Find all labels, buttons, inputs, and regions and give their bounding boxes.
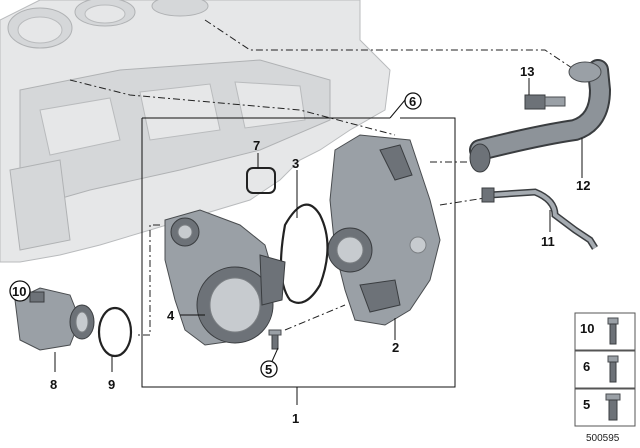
callout-6: 6 [409,94,416,109]
legend-item-5: 5 [583,397,590,412]
callout-4: 4 [167,308,175,323]
pump-screw [268,329,282,350]
small-gasket [246,167,276,194]
leader-lines [54,78,583,405]
engine-block [0,0,391,263]
legend-item-10: 10 [580,321,594,336]
callout-8: 8 [50,377,57,392]
o-ring [97,306,133,358]
screw-10-icon [607,317,619,345]
callout-2: 2 [392,340,399,355]
hardware-legend: 10 6 5 [574,312,636,427]
screw-5-icon [605,393,621,421]
callouts: 1 2 3 4 5 6 7 8 9 10 11 12 13 [9,64,590,426]
water-pump-housing [327,134,441,326]
callout-5: 5 [265,362,272,377]
coolant-hose [469,59,612,173]
callout-13: 13 [520,64,534,79]
temperature-sensor [524,94,566,110]
screw-6-icon [607,355,619,383]
callout-12: 12 [576,178,590,193]
vent-pipe [481,187,598,250]
callout-1: 1 [292,411,299,426]
water-pump [164,209,286,346]
callout-7: 7 [253,138,260,153]
callout-11: 11 [541,234,555,249]
callout-3: 3 [292,156,299,171]
diagram-id: 500595 [586,433,620,444]
assembly-frame [141,117,456,388]
callout-9: 9 [108,377,115,392]
legend-item-6: 6 [583,359,590,374]
thermostat [14,287,95,351]
pump-gasket [279,203,329,304]
callout-10: 10 [12,284,26,299]
